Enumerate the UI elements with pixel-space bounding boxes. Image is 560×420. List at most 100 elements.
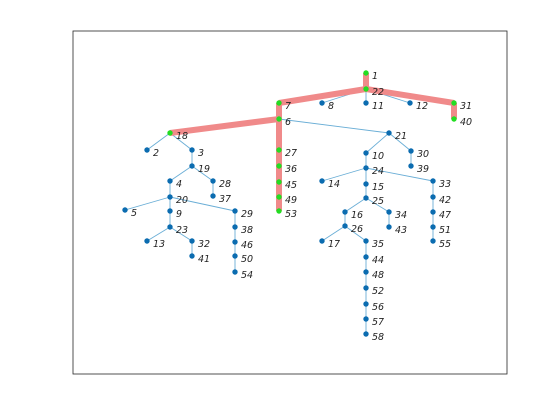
node-56: [363, 301, 369, 307]
node-46: [232, 239, 238, 245]
edge-24-14: [321, 167, 367, 182]
node-label-56: 56: [372, 302, 384, 313]
plot-frame: [72, 30, 508, 375]
node-label-18: 18: [176, 131, 188, 142]
edge-23-13: [146, 226, 171, 242]
node-19: [189, 163, 195, 169]
node-label-41: 41: [198, 254, 210, 265]
node-20: [167, 194, 173, 200]
node-23: [167, 224, 173, 230]
edge-24-33: [365, 167, 434, 182]
node-label-47: 47: [439, 210, 451, 221]
node-17: [319, 238, 325, 244]
edge-6-21: [278, 118, 390, 134]
highlighted-edge-22-7: [278, 86, 367, 106]
node-label-25: 25: [372, 196, 384, 207]
node-label-49: 49: [285, 195, 297, 206]
node-label-39: 39: [417, 164, 429, 175]
highlighted-edge-22-31: [365, 86, 455, 106]
node-16: [342, 209, 348, 215]
edge-21-10: [365, 132, 390, 154]
node-label-4: 4: [176, 179, 182, 190]
node-label-44: 44: [372, 255, 384, 266]
node-label-48: 48: [372, 270, 384, 281]
node-label-1: 1: [372, 71, 378, 82]
node-35: [363, 238, 369, 244]
edge-18-2: [146, 132, 171, 151]
node-label-50: 50: [241, 254, 253, 265]
node-label-36: 36: [285, 164, 297, 175]
node-label-5: 5: [131, 208, 137, 219]
node-label-40: 40: [460, 117, 472, 128]
node-55: [430, 238, 436, 244]
edge-21-30: [388, 132, 412, 152]
node-30: [408, 148, 414, 154]
node-6: [276, 116, 282, 122]
node-38: [232, 224, 238, 230]
node-8: [319, 100, 325, 106]
node-label-31: 31: [460, 101, 472, 112]
node-51: [430, 224, 436, 230]
node-13: [144, 238, 150, 244]
node-43: [386, 224, 392, 230]
node-39: [408, 163, 414, 169]
node-50: [232, 253, 238, 259]
node-label-24: 24: [372, 166, 384, 177]
node-49: [276, 194, 282, 200]
edge-19-4: [169, 165, 193, 182]
node-7: [276, 100, 282, 106]
node-label-26: 26: [351, 224, 363, 235]
node-37: [210, 193, 216, 199]
node-label-30: 30: [417, 149, 429, 160]
node-14: [319, 178, 325, 184]
node-label-3: 3: [198, 148, 204, 159]
node-label-14: 14: [328, 179, 340, 190]
node-label-46: 46: [241, 240, 253, 251]
node-label-42: 42: [439, 195, 451, 206]
edge-26-35: [344, 225, 367, 242]
node-44: [363, 254, 369, 260]
nodes: [122, 70, 457, 337]
node-label-23: 23: [176, 225, 188, 236]
node-48: [363, 269, 369, 275]
node-27: [276, 147, 282, 153]
node-label-28: 28: [219, 179, 231, 190]
node-24: [363, 165, 369, 171]
node-label-37: 37: [219, 194, 231, 205]
node-label-9: 9: [176, 209, 182, 220]
node-label-20: 20: [176, 195, 188, 206]
node-label-10: 10: [372, 151, 384, 162]
node-label-58: 58: [372, 332, 384, 343]
node-label-43: 43: [395, 225, 407, 236]
node-12: [407, 100, 413, 106]
node-3: [189, 147, 195, 153]
node-31: [451, 100, 457, 106]
node-label-34: 34: [395, 210, 407, 221]
node-11: [363, 100, 369, 106]
node-15: [363, 181, 369, 187]
node-32: [189, 238, 195, 244]
node-25: [363, 195, 369, 201]
node-21: [386, 130, 392, 136]
node-28: [210, 178, 216, 184]
node-1: [363, 70, 369, 76]
node-18: [167, 130, 173, 136]
node-label-38: 38: [241, 225, 253, 236]
node-52: [363, 285, 369, 291]
edge-26-17: [321, 225, 346, 242]
node-label-29: 29: [241, 209, 253, 220]
highlighted-edge-6-18: [169, 116, 280, 136]
node-label-54: 54: [241, 270, 253, 281]
node-57: [363, 316, 369, 322]
node-29: [232, 208, 238, 214]
node-10: [363, 150, 369, 156]
edge-20-29: [169, 196, 236, 212]
node-53: [276, 208, 282, 214]
edge-18-3: [169, 132, 193, 151]
edge-25-16: [344, 197, 367, 213]
node-36: [276, 163, 282, 169]
node-label-57: 57: [372, 317, 384, 328]
node-label-27: 27: [285, 148, 297, 159]
